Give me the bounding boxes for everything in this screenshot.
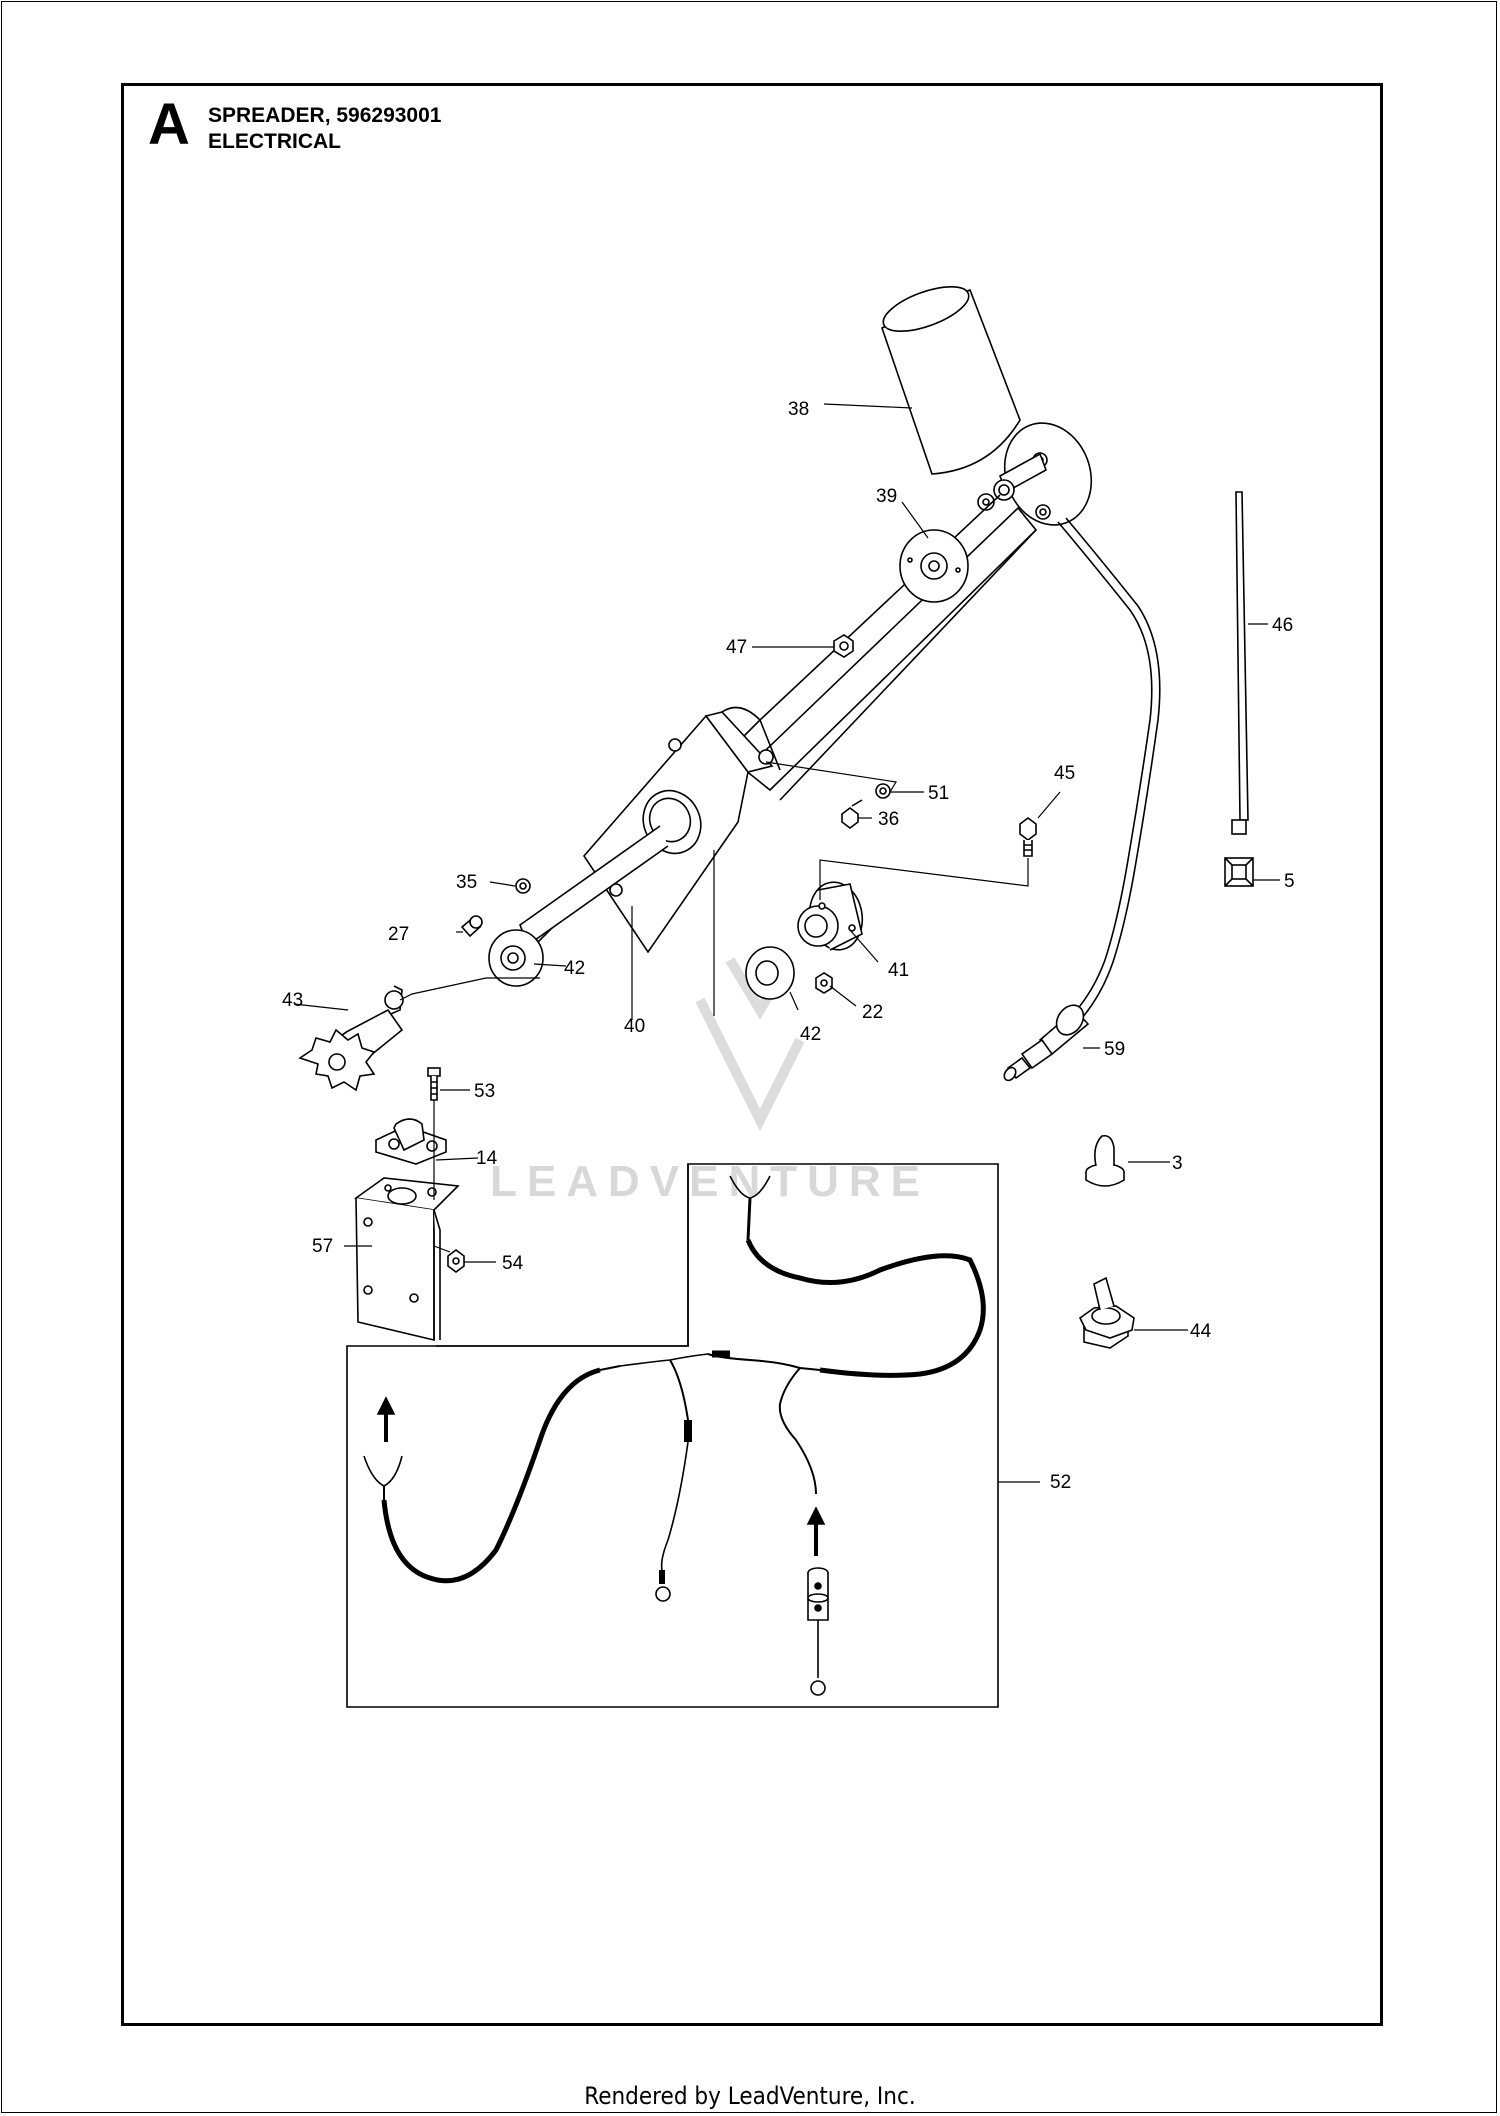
part-27-pin <box>460 915 483 938</box>
callout-39: 39 <box>876 486 897 507</box>
callout-41: 41 <box>888 960 909 981</box>
part-52-harness-wires <box>363 1175 986 1602</box>
callout-labels: 38 39 46 47 51 36 45 5 35 27 42 41 43 40… <box>282 399 1295 1493</box>
part-59-cable <box>1057 517 1161 1019</box>
callout-43: 43 <box>282 990 303 1011</box>
callout-45: 45 <box>1054 763 1075 784</box>
callout-57: 57 <box>312 1236 333 1257</box>
part-3-toggle-boot <box>1085 1134 1125 1187</box>
part-52-arrows <box>376 1396 826 1556</box>
part-36-screw <box>841 799 863 829</box>
part-39-bushing <box>899 529 969 603</box>
callout-53: 53 <box>474 1081 495 1102</box>
part-47-nut <box>833 634 854 658</box>
part-59-connector <box>1003 1004 1090 1082</box>
callout-59: 59 <box>1104 1039 1125 1060</box>
bracket-top-edge <box>721 706 781 771</box>
part-41-flange <box>797 881 864 951</box>
callout-46: 46 <box>1272 615 1293 636</box>
part-53-bolt <box>427 1067 441 1101</box>
diagram-subtitle: ELECTRICAL <box>208 130 341 153</box>
callout-42-left: 42 <box>564 958 585 979</box>
part-14-switch-mount <box>375 1118 447 1165</box>
part-5-tie-mount <box>1224 857 1254 887</box>
part-54-nut <box>447 1249 465 1273</box>
diagram-title: SPREADER, 596293001 <box>208 104 442 127</box>
callout-40: 40 <box>624 1016 645 1037</box>
leader-lines <box>293 403 1280 1483</box>
part-46-cable-tie <box>1231 491 1249 835</box>
part-52-harness-box <box>346 1163 999 1708</box>
callout-44: 44 <box>1190 1321 1212 1342</box>
callout-47: 47 <box>726 637 747 658</box>
section-letter: A <box>148 92 190 157</box>
part-38-motor <box>881 286 1093 526</box>
callout-42-right: 42 <box>800 1024 821 1045</box>
part-43-spinner <box>298 985 404 1092</box>
callout-36: 36 <box>878 809 899 830</box>
callout-38: 38 <box>788 399 809 420</box>
callout-52: 52 <box>1050 1472 1071 1493</box>
callout-35: 35 <box>456 872 477 893</box>
callout-14: 14 <box>476 1148 498 1169</box>
part-44-toggle-switch <box>1078 1276 1135 1349</box>
watermark-text: LEADVENTURE <box>490 1157 930 1206</box>
callout-5: 5 <box>1284 871 1295 892</box>
callout-3: 3 <box>1172 1153 1183 1174</box>
part-45-bolt <box>1019 817 1037 857</box>
part-35-washer <box>515 878 531 894</box>
part-22-nut <box>815 972 833 994</box>
part-52-terminal <box>807 1567 829 1696</box>
callout-27: 27 <box>388 924 409 945</box>
diagram-frame <box>121 83 1383 2026</box>
part-51-washer <box>875 783 891 799</box>
callout-22: 22 <box>862 1002 883 1023</box>
footer-credit: Rendered by LeadVenture, Inc. <box>584 2082 916 2110</box>
callout-51: 51 <box>928 783 949 804</box>
part-40-bracket <box>582 711 774 954</box>
part-57-bracket <box>353 1177 460 1342</box>
part-42-bushing-right <box>745 946 795 1000</box>
callout-54: 54 <box>502 1253 524 1274</box>
part-42-bushing-left <box>488 929 544 987</box>
